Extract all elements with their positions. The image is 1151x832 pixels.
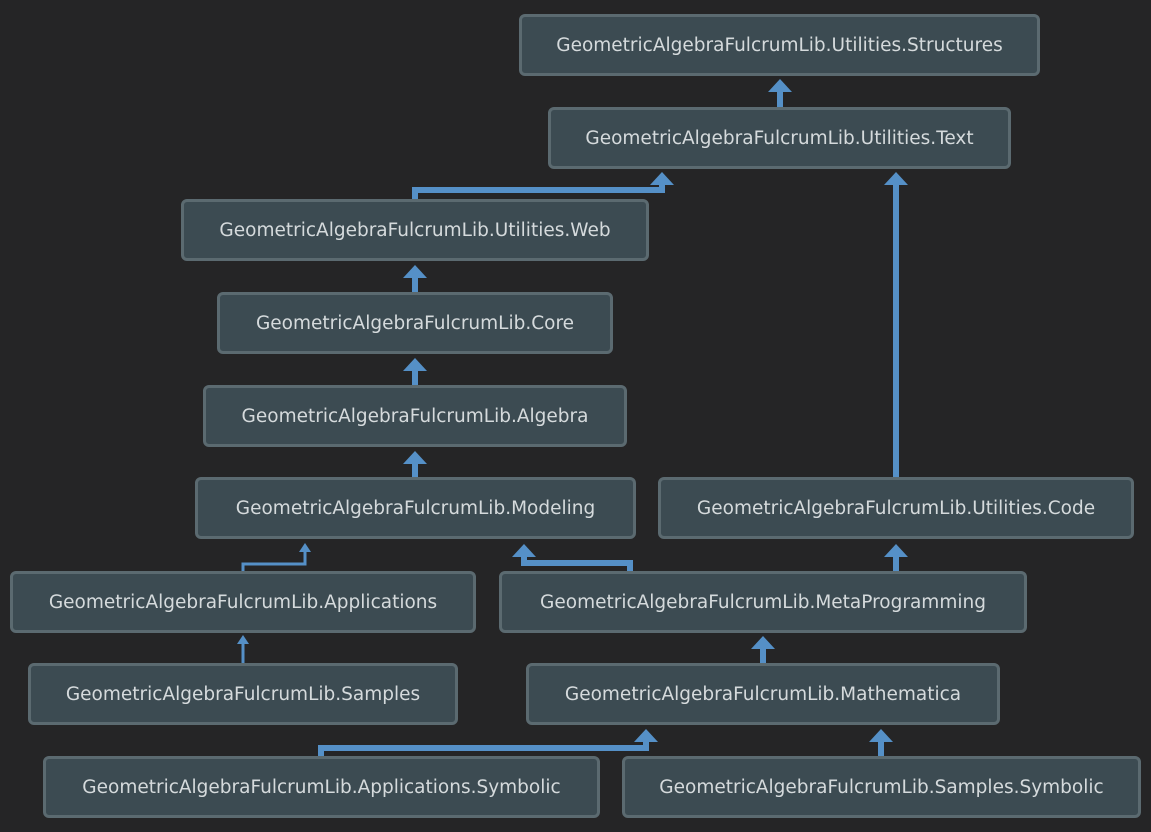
node-label: GeometricAlgebraFulcrumLib.Utilities.Str…: [556, 34, 1003, 56]
edge-modeling-to-algebra: [403, 451, 427, 477]
node-meta-programming[interactable]: GeometricAlgebraFulcrumLib.MetaProgrammi…: [499, 571, 1027, 633]
edge-applications-to-modeling: [241, 543, 311, 571]
node-utilities-code[interactable]: GeometricAlgebraFulcrumLib.Utilities.Cod…: [658, 477, 1134, 539]
node-applications[interactable]: GeometricAlgebraFulcrumLib.Applications: [10, 571, 476, 633]
node-samples-symbolic[interactable]: GeometricAlgebraFulcrumLib.Samples.Symbo…: [622, 756, 1141, 818]
node-label: GeometricAlgebraFulcrumLib.Samples: [65, 683, 421, 705]
edge-utilities-code-to-utilities-text: [884, 172, 908, 477]
edge-core-to-utilities-web: [403, 265, 427, 292]
edge-utilities-text-to-utilities-structures: [768, 79, 792, 107]
node-utilities-text[interactable]: GeometricAlgebraFulcrumLib.Utilities.Tex…: [548, 107, 1011, 169]
node-label: GeometricAlgebraFulcrumLib.Utilities.Tex…: [585, 127, 974, 149]
node-label: GeometricAlgebraFulcrumLib.Applications.…: [82, 776, 561, 798]
node-label: GeometricAlgebraFulcrumLib.Utilities.Web: [219, 219, 611, 241]
node-label: GeometricAlgebraFulcrumLib.Utilities.Cod…: [696, 497, 1096, 519]
edge-applications-symbolic-to-mathematica: [318, 729, 658, 756]
edge-algebra-to-core: [403, 358, 427, 385]
node-label: GeometricAlgebraFulcrumLib.Samples.Symbo…: [659, 776, 1104, 798]
node-modeling[interactable]: GeometricAlgebraFulcrumLib.Modeling: [195, 477, 636, 539]
node-utilities-web[interactable]: GeometricAlgebraFulcrumLib.Utilities.Web: [181, 199, 649, 261]
node-label: GeometricAlgebraFulcrumLib.Core: [255, 312, 575, 334]
edge-mathematica-to-meta-programming: [751, 636, 775, 663]
edge-utilities-web-to-utilities-text: [412, 172, 674, 199]
node-algebra[interactable]: GeometricAlgebraFulcrumLib.Algebra: [203, 385, 627, 447]
node-utilities-structures[interactable]: GeometricAlgebraFulcrumLib.Utilities.Str…: [519, 14, 1040, 76]
node-core[interactable]: GeometricAlgebraFulcrumLib.Core: [217, 292, 613, 354]
node-mathematica[interactable]: GeometricAlgebraFulcrumLib.Mathematica: [526, 663, 1000, 725]
edge-meta-programming-to-utilities-code: [884, 544, 908, 571]
node-label: GeometricAlgebraFulcrumLib.MetaProgrammi…: [540, 591, 986, 613]
edge-samples-to-applications: [237, 635, 249, 663]
node-applications-symbolic[interactable]: GeometricAlgebraFulcrumLib.Applications.…: [43, 756, 600, 818]
node-label: GeometricAlgebraFulcrumLib.Algebra: [241, 405, 589, 427]
edge-meta-programming-to-modeling: [512, 544, 633, 571]
edge-samples-symbolic-to-mathematica: [869, 729, 893, 756]
node-label: GeometricAlgebraFulcrumLib.Applications: [48, 591, 438, 613]
node-label: GeometricAlgebraFulcrumLib.Mathematica: [564, 683, 962, 705]
node-label: GeometricAlgebraFulcrumLib.Modeling: [235, 497, 596, 519]
node-samples[interactable]: GeometricAlgebraFulcrumLib.Samples: [28, 663, 458, 725]
